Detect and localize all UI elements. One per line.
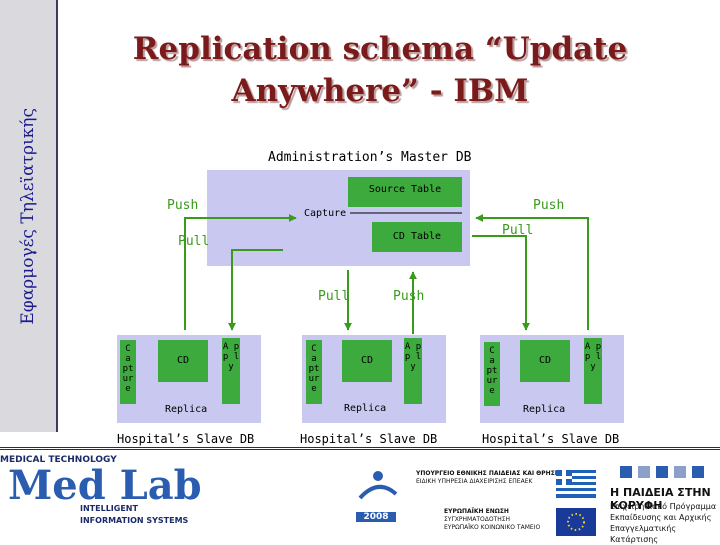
slave-3-capture: C a pt ur e	[484, 342, 500, 406]
slogan-subtitle: Επιχειρησιακό Πρόγραμμα Εκπαίδευσης και …	[610, 502, 717, 544]
slave-3-label: Hospital’s Slave DB	[482, 432, 620, 446]
slave-3-cd: CD	[520, 340, 570, 382]
slave-2-capture: C a pt ur e	[306, 340, 322, 404]
footer-divider	[0, 447, 720, 450]
slave-1-cd: CD	[158, 340, 208, 382]
eu-line-3: ΕΥΡΩΠΑΪΚΟ ΚΟΙΝΩΝΙΚΟ ΤΑΜΕΙΟ	[444, 524, 541, 531]
pull-right-arrow	[472, 235, 530, 331]
push-left-arrow	[184, 214, 297, 330]
greek-flag-icon	[556, 470, 596, 498]
title-line-2: Anywhere” - IBM	[231, 73, 529, 109]
slave-3-replica: Replica	[523, 404, 566, 415]
ministry-line-1: ΥΠΟΥΡΓΕΙΟ ΕΘΝΙΚΗΣ ΠΑΙΔΕΙΑΣ ΚΑΙ ΘΡΗΣΚΕΥΜΑ…	[416, 470, 593, 477]
master-db-label: Administration’s Master DB	[268, 150, 472, 165]
runner-icon	[358, 471, 398, 500]
medlab-sub-2: INFORMATION SYSTEMS	[80, 516, 189, 525]
source-table-box: Source Table	[348, 177, 462, 207]
slave-2-cd: CD	[342, 340, 392, 382]
push-center-label: Push	[393, 289, 425, 304]
slave-1-replica: Replica	[165, 404, 208, 415]
medlab-logo: Med Lab	[8, 462, 202, 509]
pull-center-label: Pull	[318, 289, 350, 304]
pull-right-label: Pull	[502, 223, 534, 238]
slave-2-apply: A p p l y	[404, 338, 422, 404]
capture-label: Capture	[304, 208, 347, 219]
page-title: Replication schema “Update Anywhere” - I…	[80, 28, 680, 112]
eu-flag-icon	[556, 508, 596, 536]
slave-1-apply: A p p l y	[222, 338, 240, 404]
cd-table-box: CD Table	[372, 222, 462, 252]
slave-1-label: Hospital’s Slave DB	[117, 432, 255, 446]
ministry-line-2: ΕΙΔΙΚΗ ΥΠΗΡΕΣΙΑ ΔΙΑΧΕΙΡΙΣΗΣ ΕΠΕΑΕΚ	[416, 478, 533, 485]
push-left-label: Push	[167, 198, 199, 213]
squares-logo-icon	[620, 466, 704, 478]
slogan-title: Η ΠΑΙΔΕΙΑ ΣΤΗΝ ΚΟΡΥΦΗ	[610, 486, 711, 512]
logo-2008-text: 2008	[356, 512, 396, 522]
eu-line-2: ΣΥΓΧΡΗΜΑΤΟΔΟΤΗΣΗ	[444, 516, 511, 523]
push-right-arrow	[475, 214, 589, 330]
slave-3-apply: A p p l y	[584, 338, 602, 404]
side-band	[0, 0, 58, 432]
education-2008-logo: 2008	[350, 468, 404, 534]
title-line-1: Replication schema “Update	[132, 31, 628, 67]
eu-line-1: ΕΥΡΩΠΑΪΚΗ ΕΝΩΣΗ	[444, 508, 509, 515]
slave-1-capture: C a pt ur e	[120, 340, 136, 404]
slave-2-replica: Replica	[344, 403, 387, 414]
pull-left-arrow	[228, 249, 283, 331]
medlab-header: MEDICAL TECHNOLOGY	[0, 455, 117, 465]
slave-2-label: Hospital’s Slave DB	[300, 432, 438, 446]
push-right-label: Push	[533, 198, 565, 213]
medlab-sub-1: INTELLIGENT	[80, 504, 138, 513]
